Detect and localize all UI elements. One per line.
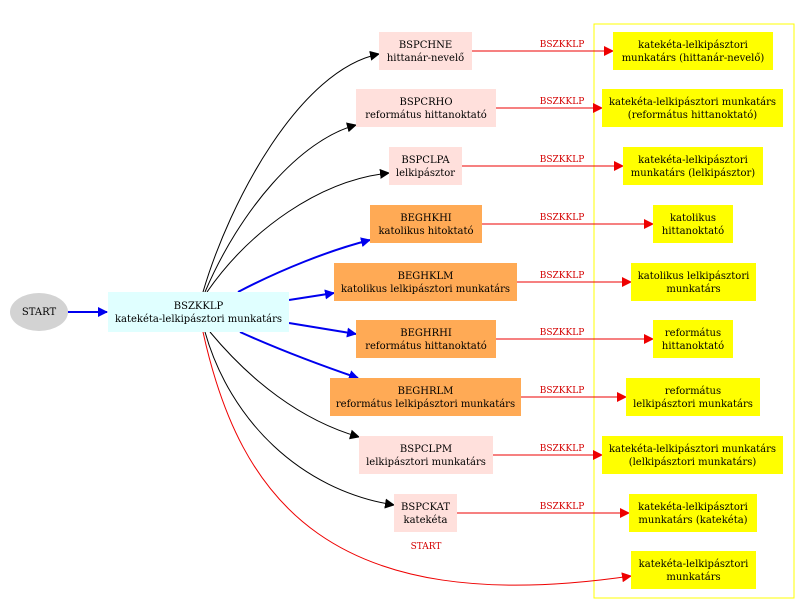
right-cluster (593, 23, 795, 599)
edge-label-0: BSZKKLP (540, 40, 585, 50)
middle-node-7-label: lelkipásztori munkatárs (366, 457, 486, 468)
right-node-4-label: munkatárs (666, 284, 720, 295)
edge-label-4: BSZKKLP (540, 271, 585, 281)
edge-label-8: BSZKKLP (540, 502, 585, 512)
right-node-4-code: katolikus lelkipásztori (638, 271, 750, 282)
start-node: START (10, 293, 68, 331)
middle-node-0: BSPCHNE hittanár-nevelő (379, 32, 472, 70)
middle-node-8: BSPCKAT katekéta (394, 494, 457, 532)
right-node-7-code: katekéta-lelkipásztori munkatárs (609, 444, 776, 455)
right-node-5: református hittanoktató (653, 320, 733, 358)
edge-root-4 (288, 289, 335, 301)
middle-node-2-code: BSPCLPA (401, 155, 450, 166)
edge-label-9: START (411, 542, 442, 552)
edge-root-1 (204, 122, 357, 293)
right-node-7-label: (lelkipásztori munkatárs) (629, 457, 757, 468)
right-node-5-label: hittanoktató (662, 341, 724, 352)
edges: BSZKKLPBSZKKLPBSZKKLPBSZKKLPBSZKKLPBSZKK… (67, 40, 654, 586)
nodes: START BSZKKLP katekéta-lelkipásztori munka… (10, 32, 783, 589)
middle-node-6-code: BEGHRLM (398, 386, 454, 397)
edge-label-6: BSZKKLP (540, 386, 585, 396)
right-node-9-code: katekéta-lelkipásztori (639, 559, 749, 570)
edge-root-2 (206, 168, 390, 293)
right-node-7: katekéta-lelkipásztori munkatárs (lelkipá… (602, 436, 783, 474)
middle-node-6-label: református lelkipásztori munkatárs (336, 399, 515, 410)
middle-node-0-code: BSPCHNE (399, 40, 452, 51)
middle-node-5-code: BEGHRHI (400, 328, 452, 339)
right-node-3-code: katolikus (670, 213, 716, 224)
edge-root-9 (202, 331, 632, 586)
middle-node-2: BSPCLPA lelkipásztor (389, 147, 462, 185)
right-node-9: katekéta-lelkipásztori munkatárs (631, 551, 756, 589)
right-node-0: katekéta-lelkipásztori munkatárs (hittaná… (613, 32, 773, 70)
middle-node-2-label: lelkipásztor (396, 168, 455, 179)
right-node-2-code: katekéta-lelkipásztori (638, 155, 748, 166)
middle-node-7-code: BSPCLPM (400, 444, 452, 455)
edge-root-6 (239, 331, 359, 380)
right-node-2-label: munkatárs (lelkipásztor) (631, 168, 756, 179)
edge-label-7: BSZKKLP (540, 444, 585, 454)
middle-node-0-label: hittanár-nevelő (387, 53, 464, 64)
right-node-5-code: református (665, 328, 721, 339)
right-node-8-code: katekéta-lelkipásztori (638, 502, 748, 513)
right-node-9-label: munkatárs (666, 572, 720, 583)
edge-root-5 (288, 322, 357, 338)
middle-node-1: BSPCRHO református hittanoktató (356, 89, 496, 127)
edge-label-1: BSZKKLP (540, 97, 585, 107)
middle-node-3-code: BEGHKHI (400, 213, 452, 224)
root-node-code: BSZKKLP (174, 301, 224, 312)
root-node: BSZKKLP katekéta-lelkipásztori munkatárs (108, 292, 289, 332)
middle-node-7: BSPCLPM lelkipásztori munkatárs (359, 436, 493, 474)
edge-label-5: BSZKKLP (540, 328, 585, 338)
right-node-1-code: katekéta-lelkipásztori munkatárs (609, 97, 776, 108)
middle-node-4-label: katolikus lelkipásztori munkatárs (341, 284, 510, 295)
edge-label-2: BSZKKLP (540, 155, 585, 165)
right-node-1-label: (református hittanoktató) (628, 110, 757, 121)
middle-node-5-label: református hittanoktató (365, 341, 487, 352)
middle-node-1-label: református hittanoktató (365, 110, 487, 121)
edge-root-8 (204, 331, 395, 509)
root-node-label: katekéta-lelkipásztori munkatárs (115, 314, 282, 325)
right-node-6-code: református (665, 386, 721, 397)
edge-root-7 (209, 331, 360, 440)
edge-root-3 (237, 237, 371, 293)
middle-node-3-label: katolikus hitoktató (378, 226, 473, 237)
right-node-1: katekéta-lelkipásztori munkatárs (reformá… (602, 89, 783, 127)
right-node-2: katekéta-lelkipásztori munkatárs (lelkipá… (623, 147, 763, 185)
right-node-6-label: lelkipásztori munkatárs (633, 399, 753, 410)
middle-node-4-code: BEGHKLM (398, 271, 454, 282)
middle-node-8-label: katekéta (404, 515, 448, 526)
right-node-4: katolikus lelkipásztori munkatárs (631, 263, 756, 301)
middle-node-3: BEGHKHI katolikus hitoktató (370, 205, 482, 243)
right-node-0-label: munkatárs (hittanár-nevelő) (622, 53, 765, 64)
middle-node-4: BEGHKLM katolikus lelkipásztori munkatárs (334, 263, 517, 301)
right-node-3-label: hittanoktató (662, 226, 724, 237)
middle-node-8-code: BSPCKAT (401, 502, 450, 513)
right-node-6: református lelkipásztori munkatárs (626, 378, 760, 416)
right-node-8: katekéta-lelkipásztori munkatárs (katekét… (629, 494, 757, 532)
middle-node-6: BEGHRLM református lelkipásztori munkatár… (330, 378, 521, 416)
edge-root-0 (202, 50, 380, 293)
right-node-3: katolikus hittanoktató (653, 205, 733, 243)
right-node-8-label: munkatárs (katekéta) (638, 515, 747, 526)
middle-node-1-code: BSPCRHO (399, 97, 452, 108)
right-node-0-code: katekéta-lelkipásztori (638, 40, 748, 51)
start-label: START (22, 307, 57, 318)
middle-node-5: BEGHRHI református hittanoktató (356, 320, 496, 358)
edge-label-3: BSZKKLP (540, 213, 585, 223)
